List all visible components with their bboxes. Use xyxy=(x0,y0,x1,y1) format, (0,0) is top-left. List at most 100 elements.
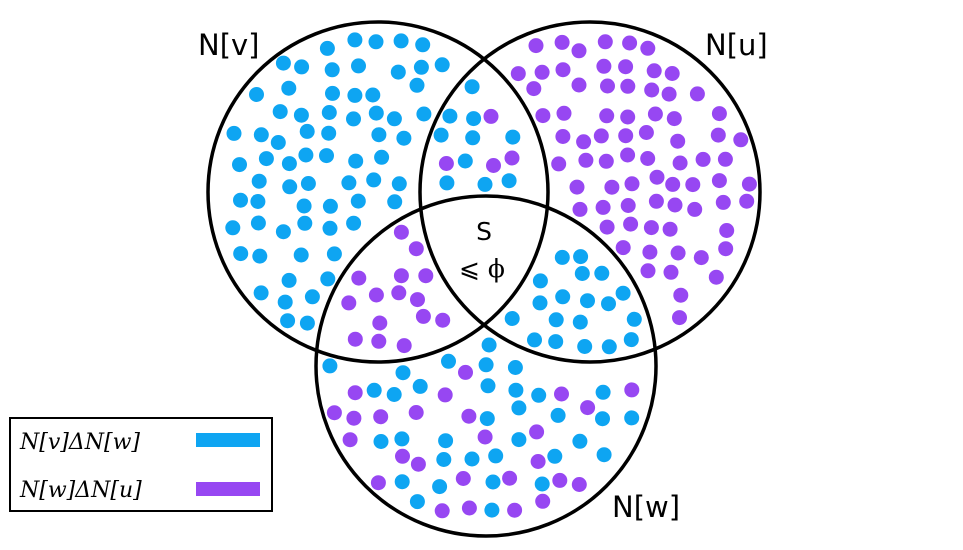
element-dot-136 xyxy=(233,246,249,262)
element-dot-156 xyxy=(640,263,656,279)
element-dot-29 xyxy=(365,87,381,103)
element-dot-242 xyxy=(552,472,568,488)
set-circle-u xyxy=(418,20,762,364)
element-dot-41 xyxy=(321,105,337,120)
element-dot-232 xyxy=(530,454,546,469)
element-dot-184 xyxy=(396,338,412,354)
element-dot-165 xyxy=(410,292,425,308)
element-dot-205 xyxy=(554,386,569,402)
element-dot-42 xyxy=(346,111,361,127)
element-dot-243 xyxy=(571,477,587,492)
element-dot-38 xyxy=(689,86,705,102)
intersection-constraint: ⩽ ϕ xyxy=(459,254,505,283)
element-dot-163 xyxy=(368,287,384,303)
element-dot-27 xyxy=(325,85,340,101)
element-dot-149 xyxy=(320,271,336,287)
element-dot-145 xyxy=(670,245,686,261)
element-dot-6 xyxy=(554,34,570,50)
element-dot-113 xyxy=(322,198,338,214)
element-dot-234 xyxy=(596,447,612,463)
element-dot-199 xyxy=(386,387,402,402)
element-dot-107 xyxy=(685,177,701,193)
element-dot-93 xyxy=(251,173,267,189)
element-dot-21 xyxy=(596,58,612,74)
element-dot-85 xyxy=(551,156,567,172)
element-dot-12 xyxy=(294,59,310,75)
element-dot-116 xyxy=(572,201,588,217)
element-dot-45 xyxy=(416,106,432,122)
element-dot-49 xyxy=(535,108,551,124)
element-dot-200 xyxy=(412,378,428,394)
element-dot-241 xyxy=(534,476,550,492)
element-dot-115 xyxy=(387,194,403,210)
element-dot-23 xyxy=(646,63,662,79)
set-label-u: N[u] xyxy=(705,28,768,62)
element-dot-8 xyxy=(597,34,613,50)
element-dot-22 xyxy=(618,59,634,75)
element-dot-28 xyxy=(347,87,363,103)
element-dot-123 xyxy=(739,193,755,209)
element-dot-119 xyxy=(648,193,664,209)
element-dot-187 xyxy=(548,334,564,350)
element-dot-15 xyxy=(390,64,406,80)
element-dot-236 xyxy=(394,474,410,490)
element-dot-62 xyxy=(396,130,412,146)
element-dot-84 xyxy=(504,150,520,166)
element-dot-227 xyxy=(395,448,410,464)
element-dot-86 xyxy=(578,152,594,168)
element-dot-2 xyxy=(368,34,384,50)
element-dot-146 xyxy=(693,250,709,266)
element-dot-43 xyxy=(368,105,384,121)
element-dot-82 xyxy=(457,153,473,169)
set-label-v: N[v] xyxy=(198,28,259,62)
element-dot-194 xyxy=(458,364,473,380)
element-dot-139 xyxy=(326,246,342,262)
element-dot-56 xyxy=(226,125,242,141)
element-dot-66 xyxy=(555,129,571,144)
element-dot-218 xyxy=(624,410,640,426)
element-dot-91 xyxy=(695,151,711,167)
set-circle-v xyxy=(206,20,550,364)
element-dot-133 xyxy=(643,220,659,236)
element-dot-143 xyxy=(615,240,631,256)
element-dot-191 xyxy=(322,358,338,374)
element-dot-186 xyxy=(527,332,542,348)
element-dot-48 xyxy=(483,108,499,124)
element-dot-188 xyxy=(577,339,593,354)
element-dot-208 xyxy=(326,405,342,421)
element-dot-245 xyxy=(434,503,450,519)
element-dot-196 xyxy=(507,360,523,375)
element-dot-1 xyxy=(347,32,363,48)
element-dot-131 xyxy=(599,219,615,235)
element-dot-135 xyxy=(719,223,735,238)
element-dot-180 xyxy=(626,311,642,327)
element-dot-71 xyxy=(670,133,686,149)
element-dot-16 xyxy=(413,59,429,75)
element-dot-25 xyxy=(249,87,264,102)
element-dot-88 xyxy=(620,147,636,163)
element-dot-167 xyxy=(555,289,571,305)
element-dot-37 xyxy=(661,86,677,102)
element-dot-96 xyxy=(341,175,357,191)
element-dot-153 xyxy=(532,273,548,289)
element-dot-65 xyxy=(505,129,521,145)
element-dot-168 xyxy=(580,293,595,309)
element-dot-175 xyxy=(415,308,431,324)
element-dot-94 xyxy=(282,179,298,195)
element-dot-207 xyxy=(624,382,640,398)
element-dot-214 xyxy=(511,400,527,416)
element-dot-34 xyxy=(600,78,615,94)
element-dot-10 xyxy=(640,40,656,56)
element-dot-178 xyxy=(548,312,564,328)
element-dot-108 xyxy=(711,173,727,189)
element-dot-247 xyxy=(484,502,500,518)
element-dot-222 xyxy=(438,433,454,449)
element-dot-224 xyxy=(511,432,527,448)
element-dot-203 xyxy=(508,382,524,398)
element-dot-195 xyxy=(478,357,494,373)
element-dot-72 xyxy=(710,127,726,143)
element-dot-219 xyxy=(342,432,358,448)
element-dot-237 xyxy=(432,479,448,495)
element-dot-210 xyxy=(373,409,389,425)
element-dot-103 xyxy=(604,179,620,195)
